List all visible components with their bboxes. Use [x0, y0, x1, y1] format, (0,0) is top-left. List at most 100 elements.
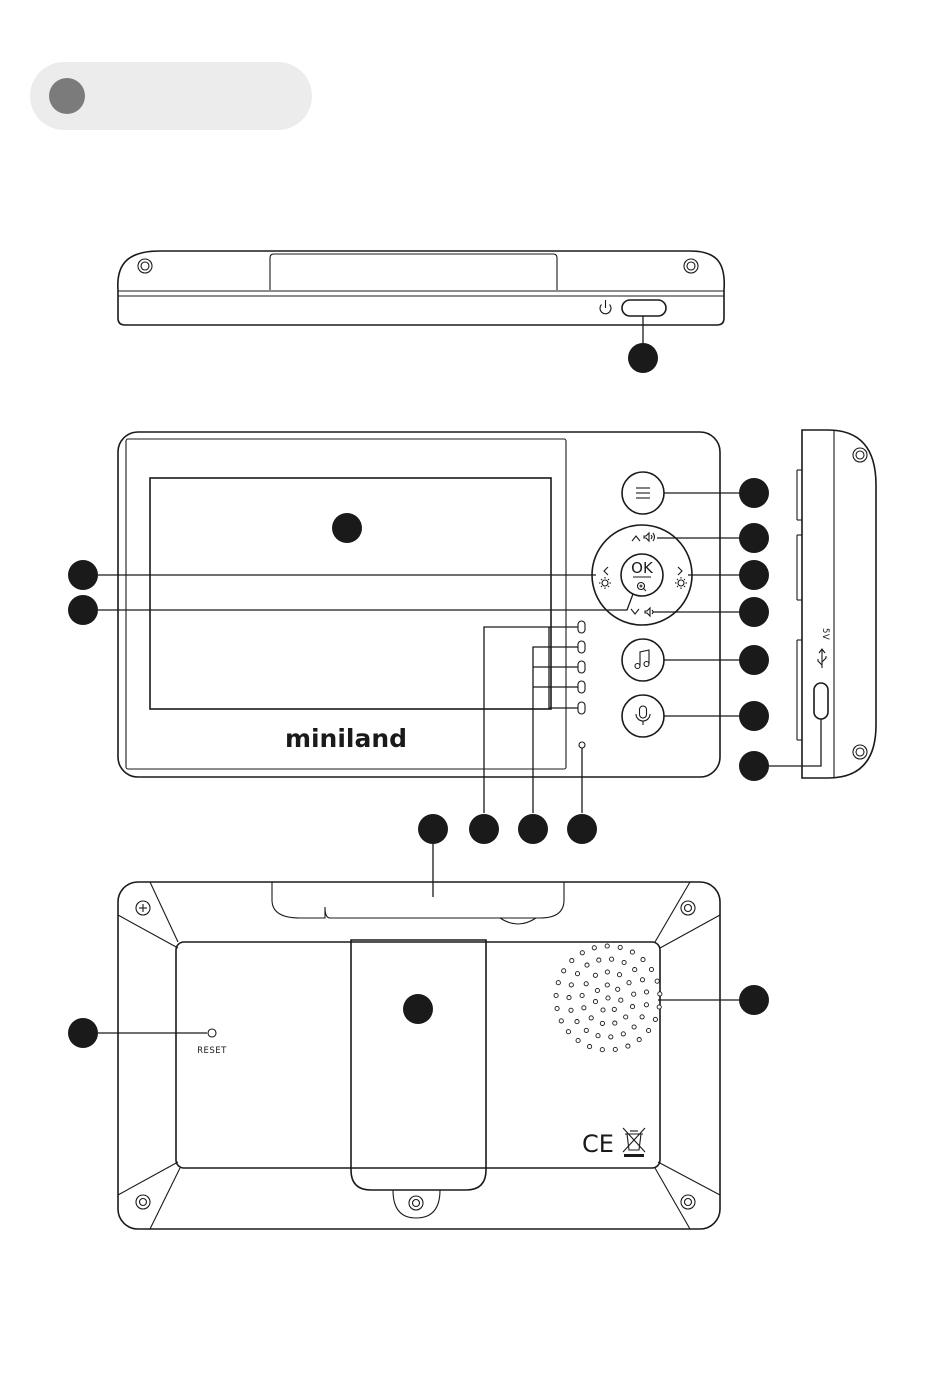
speaker-hole: [596, 1034, 600, 1038]
speaker-hole: [626, 1044, 630, 1048]
speaker-hole: [658, 992, 662, 996]
speaker-hole: [580, 993, 584, 997]
battery-cover: [351, 940, 486, 1190]
speaker-hole: [576, 1038, 580, 1042]
brightness-icon: [675, 567, 687, 589]
callout-marker: [403, 994, 433, 1024]
music-note-icon: [635, 650, 649, 669]
status-led: [578, 661, 585, 673]
volume-up-icon: [632, 533, 655, 541]
microphone-icon: [636, 706, 650, 725]
speaker-hole: [610, 957, 614, 961]
speaker-hole: [622, 960, 626, 964]
speaker-hole: [597, 958, 601, 962]
microphone-hole: [579, 742, 585, 748]
speaker-hole: [640, 978, 644, 982]
speaker-hole: [554, 993, 558, 997]
speaker-hole: [655, 979, 659, 983]
status-led: [578, 702, 585, 714]
status-led: [578, 641, 585, 653]
callout-marker: [739, 701, 769, 731]
speaker-hole: [593, 973, 597, 977]
callout-marker: [628, 343, 658, 373]
speaker-hole: [589, 1016, 593, 1020]
power-button[interactable]: [622, 300, 666, 316]
zoom-icon: [638, 583, 647, 592]
usb-port[interactable]: [814, 683, 828, 719]
speaker-hole: [632, 1025, 636, 1029]
speaker-hole: [612, 1007, 616, 1011]
speaker-hole: [575, 1020, 579, 1024]
brand-logo: miniland: [285, 724, 407, 753]
usb-voltage-label: 5V: [820, 628, 830, 640]
side-view: 5V: [797, 430, 876, 778]
speaker-hole: [641, 958, 645, 962]
speaker-hole: [585, 963, 589, 967]
callout-marker: [567, 814, 597, 844]
corner-screw-hole: [853, 745, 867, 759]
section-header-dot: [49, 78, 85, 114]
menu-icon: [636, 488, 650, 498]
callout-marker: [418, 814, 448, 844]
callout-marker: [739, 478, 769, 508]
reset-button[interactable]: [208, 1029, 216, 1037]
speaker-hole: [657, 1005, 661, 1009]
callout-marker: [739, 523, 769, 553]
speaker-hole: [624, 1015, 628, 1019]
status-led: [578, 681, 585, 693]
speaker-hole: [617, 973, 621, 977]
speaker-hole: [600, 1048, 604, 1052]
speaker-hole: [609, 1035, 613, 1039]
speaker-hole: [562, 969, 566, 973]
speaker-hole: [644, 1003, 648, 1007]
callout-marker: [68, 595, 98, 625]
speaker-hole: [627, 981, 631, 985]
speaker-hole: [584, 982, 588, 986]
speaker-hole: [632, 992, 636, 996]
speaker-hole: [600, 1021, 604, 1025]
corner-screw-hole: [138, 259, 152, 273]
speaker-hole: [649, 967, 653, 971]
talk-button[interactable]: [622, 695, 664, 737]
back-view: RESET CE: [118, 882, 720, 1229]
section-header: [30, 62, 312, 130]
usb-icon: [818, 649, 826, 668]
speaker-hole: [621, 1032, 625, 1036]
speaker-hole: [556, 981, 560, 985]
power-icon: [600, 300, 611, 314]
status-led: [578, 621, 585, 633]
volume-down-icon: [631, 608, 653, 616]
music-button[interactable]: [622, 639, 664, 681]
speaker-hole: [633, 968, 637, 972]
callout-marker: [739, 645, 769, 675]
reset-label: RESET: [197, 1046, 227, 1056]
corner-screw-hole: [853, 448, 867, 462]
speaker-hole: [601, 1008, 605, 1012]
speaker-hole: [644, 990, 648, 994]
speaker-hole: [647, 1028, 651, 1032]
callout-marker: [739, 560, 769, 590]
callout-marker: [518, 814, 548, 844]
speaker-hole: [619, 998, 623, 1002]
speaker-hole: [575, 972, 579, 976]
menu-button[interactable]: [622, 472, 664, 514]
screen: [150, 478, 551, 709]
screw-icon: [136, 1195, 150, 1209]
callout-marker: [739, 597, 769, 627]
speaker-hole: [613, 1021, 617, 1025]
speaker-hole: [595, 988, 599, 992]
ce-mark: CE: [582, 1130, 614, 1158]
callout-marker: [739, 751, 769, 781]
speaker-hole: [630, 950, 634, 954]
leader-lines: [98, 493, 821, 1033]
callout-marker: [68, 1018, 98, 1048]
speaker-hole: [605, 983, 609, 987]
speaker-hole: [566, 1030, 570, 1034]
speaker-grille: [554, 944, 662, 1052]
speaker-hole: [606, 996, 610, 1000]
brightness-icon: [599, 567, 611, 589]
speaker-hole: [570, 959, 574, 963]
speaker-hole: [582, 1006, 586, 1010]
speaker-hole: [593, 1000, 597, 1004]
